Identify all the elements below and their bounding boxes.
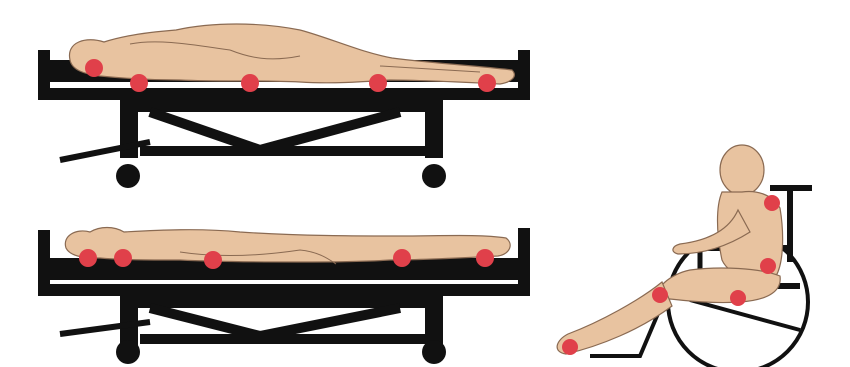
pressure-point-ear [85, 59, 103, 77]
bed-scissor [150, 112, 400, 150]
bed-side-lying [38, 24, 530, 188]
pressure-point-scapula [114, 249, 132, 267]
pressure-point-ankle [478, 74, 496, 92]
pressure-point-shoulder [130, 74, 148, 92]
pressure-point-hip [241, 74, 259, 92]
bed-wheel [422, 340, 446, 364]
wheelchair-frame [690, 300, 800, 330]
pressure-point-heel [476, 249, 494, 267]
pressure-point-scapula [764, 195, 780, 211]
bed-wheel [422, 164, 446, 188]
pressure-point-sacrum [204, 251, 222, 269]
pressure-point-knee [369, 74, 387, 92]
body-supine [65, 228, 510, 265]
pressure-point-heel [562, 339, 578, 355]
pressure-point-sacrum [760, 258, 776, 274]
bed-supine [38, 228, 530, 365]
bed-scissor [150, 308, 400, 336]
pressure-point-elbow [393, 249, 411, 267]
bed-rail [38, 88, 530, 100]
bed-base-bar [140, 334, 430, 344]
bed-wheel [116, 340, 140, 364]
pressure-point-ischial-tuberosity [730, 290, 746, 306]
wheelchair-seated [557, 145, 812, 367]
pressure-point-occiput [79, 249, 97, 267]
bed-base-bar [140, 146, 430, 156]
pressure-point-posterior-knee [652, 287, 668, 303]
bed-wheel [116, 164, 140, 188]
bed-rail [38, 284, 530, 296]
